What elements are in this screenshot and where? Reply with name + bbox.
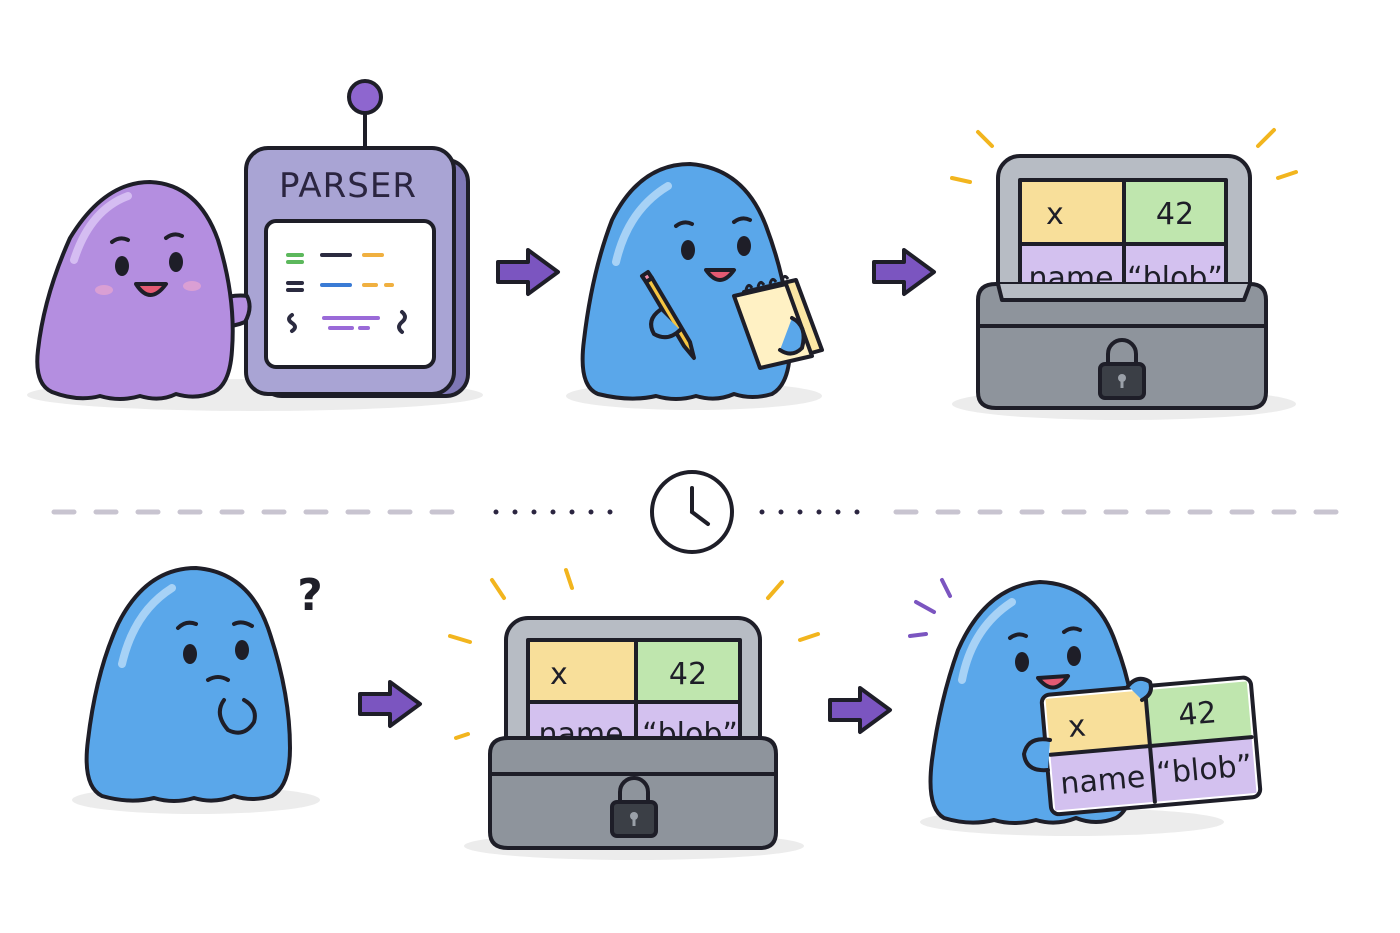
arrow-right-icon bbox=[496, 248, 560, 296]
question-mark: ? bbox=[297, 570, 323, 621]
left-eye bbox=[183, 644, 197, 664]
step-4-recall: ? bbox=[72, 566, 323, 814]
cell-value-42 bbox=[636, 640, 740, 702]
left-hand bbox=[1022, 737, 1052, 773]
right-hand bbox=[1126, 676, 1153, 702]
value-42-text: 42 bbox=[669, 657, 707, 692]
right-eye bbox=[737, 236, 751, 256]
step-2-write bbox=[566, 162, 824, 410]
sparkles bbox=[448, 568, 820, 740]
storage-box bbox=[976, 282, 1268, 410]
left-eye bbox=[115, 256, 129, 276]
step-1-parse: PARSER bbox=[27, 79, 483, 411]
cell-key-name bbox=[1050, 745, 1155, 811]
step-6-retrieved: x 42 name “blob” bbox=[908, 578, 1263, 836]
padlock-icon bbox=[610, 776, 658, 838]
step-5-lookup: x 42 name “blob” bbox=[448, 568, 820, 860]
value-42-text: 42 bbox=[1177, 695, 1218, 733]
smile bbox=[1036, 674, 1070, 690]
storage-box bbox=[488, 736, 778, 850]
smile bbox=[134, 282, 168, 297]
key-name-text: name bbox=[1059, 760, 1147, 802]
cell-value-42 bbox=[1124, 180, 1226, 244]
cell-value-blob bbox=[1150, 737, 1257, 802]
key-x-text: x bbox=[1046, 197, 1064, 232]
purple-blob-character bbox=[35, 180, 252, 401]
smile bbox=[704, 268, 736, 282]
right-eye bbox=[1067, 646, 1081, 666]
cell-key-x bbox=[1045, 690, 1150, 755]
arrow-right-icon bbox=[358, 680, 422, 728]
hand-on-chin bbox=[217, 698, 257, 735]
left-eye bbox=[1015, 652, 1029, 672]
value-42-text: 42 bbox=[1156, 197, 1194, 232]
puzzled-blue-blob bbox=[84, 566, 292, 803]
parser-screen bbox=[264, 219, 436, 369]
sparkles bbox=[950, 128, 1298, 184]
code-lines bbox=[286, 253, 407, 334]
key-x-text: x bbox=[1067, 709, 1088, 745]
cell-key-x bbox=[1020, 180, 1124, 244]
key-x-text: x bbox=[550, 657, 568, 692]
held-table-card: x 42 name “blob” bbox=[1039, 675, 1263, 817]
left-eye bbox=[681, 240, 695, 260]
right-eye bbox=[169, 252, 183, 272]
right-eye bbox=[235, 640, 249, 660]
arrow-right-icon bbox=[872, 248, 936, 296]
clock-icon bbox=[650, 470, 734, 554]
arrow-right-icon bbox=[828, 686, 892, 734]
cell-value-42 bbox=[1145, 681, 1252, 746]
pencil-icon bbox=[640, 270, 696, 360]
parser-label: PARSER bbox=[279, 166, 417, 206]
parser-machine: PARSER bbox=[244, 79, 470, 398]
antenna-knob bbox=[347, 79, 383, 115]
value-blob-text: “blob” bbox=[1155, 748, 1254, 791]
padlock-icon bbox=[1098, 338, 1146, 400]
step-3-store: x 42 name “blob” bbox=[950, 128, 1298, 420]
sparkles bbox=[908, 578, 952, 638]
time-divider bbox=[51, 470, 1349, 554]
cell-key-x bbox=[528, 640, 636, 702]
